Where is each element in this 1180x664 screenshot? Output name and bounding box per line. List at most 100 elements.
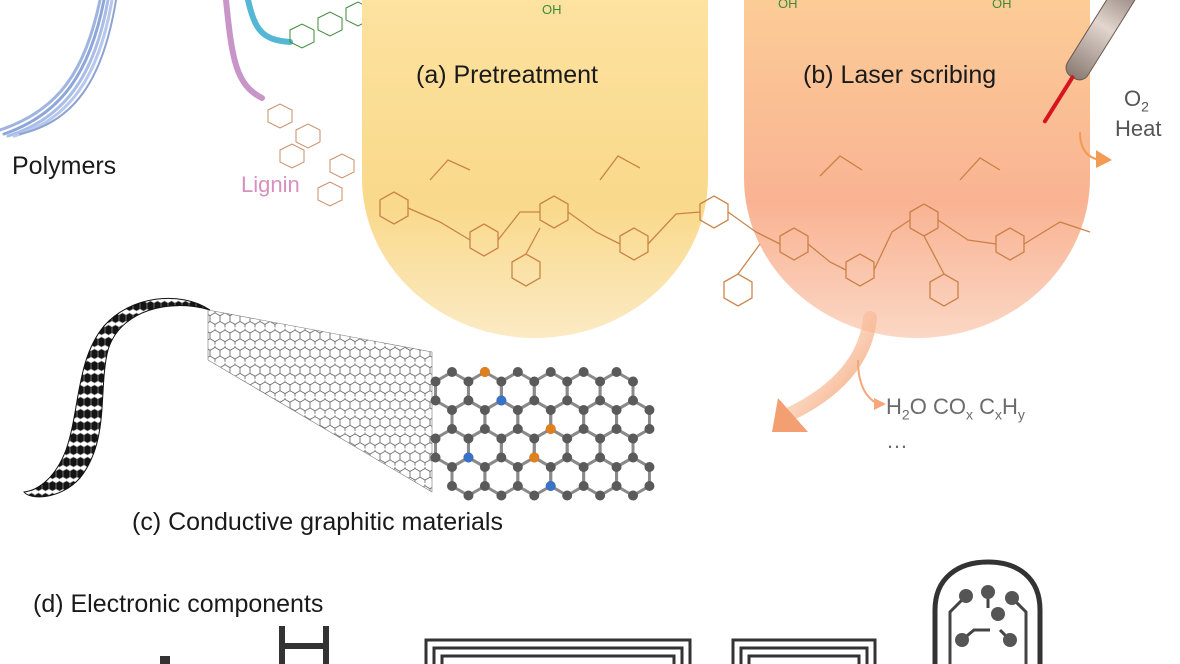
dopant-atom xyxy=(545,424,556,434)
carbon-atom xyxy=(463,376,474,387)
carbon-atom xyxy=(611,462,622,472)
o2-main: O xyxy=(1124,86,1142,111)
circuit-chip-icon xyxy=(932,559,1043,664)
carbon-atom xyxy=(447,367,457,377)
cxhy-h: H xyxy=(1001,394,1018,419)
carbon-atom xyxy=(463,490,474,501)
oh-label-b1: OH xyxy=(778,0,798,11)
carbon-atom xyxy=(562,395,573,406)
carbon-atom xyxy=(627,433,638,444)
conversion-arrow xyxy=(783,311,877,421)
pretreatment-label: (a) Pretreatment xyxy=(416,61,599,89)
carbon-atom xyxy=(529,490,540,501)
coil-icon-large xyxy=(424,638,692,664)
carbon-atom xyxy=(578,424,589,434)
carbon-atom xyxy=(463,433,474,444)
dopant-atom xyxy=(479,367,490,377)
nitrogen-atom xyxy=(496,395,507,406)
carbon-atom xyxy=(611,367,622,377)
carbon-atom xyxy=(578,481,589,491)
carbon-atom xyxy=(512,481,523,491)
carbon-atom xyxy=(430,395,441,406)
cxhy-c: C xyxy=(979,394,995,419)
carbon-atom xyxy=(562,376,573,387)
sensor-stem-icon xyxy=(160,656,170,664)
carbon-atom xyxy=(545,367,556,377)
graphitic-label: (c) Conductive graphitic materials xyxy=(132,508,503,536)
carbon-atom xyxy=(545,462,556,472)
carbon-atom xyxy=(562,452,573,463)
carbon-atom xyxy=(611,424,622,434)
h2o-tail: O xyxy=(909,394,927,419)
carbon-atom xyxy=(447,481,457,491)
laser-scribing-label: (b) Laser scribing xyxy=(803,61,997,89)
carbon-atom xyxy=(430,433,441,444)
cox-main: CO xyxy=(932,394,966,419)
carbon-atom xyxy=(529,376,540,387)
carbon-atom xyxy=(595,395,606,406)
graphene-sheet xyxy=(207,309,433,493)
carbon-atom xyxy=(595,433,606,444)
heat-label: Heat xyxy=(1115,116,1162,141)
cox-sub: x xyxy=(965,406,973,423)
nitrogen-atom xyxy=(463,452,474,463)
capacitor-icon xyxy=(279,626,329,664)
carbon-atom xyxy=(430,452,441,463)
lignin-polymer xyxy=(379,155,1091,307)
carbon-atom xyxy=(496,433,507,444)
carbon-atom xyxy=(578,405,589,415)
carbon-atom xyxy=(430,376,441,387)
carbon-atom xyxy=(479,481,490,491)
carbon-atom xyxy=(644,405,655,415)
carbon-atom xyxy=(627,490,638,501)
carbon-atom xyxy=(512,424,523,434)
lignin-fragment xyxy=(267,103,355,207)
carbon-atom xyxy=(627,376,638,387)
carbon-atom xyxy=(447,424,457,434)
graphene-lattice xyxy=(430,367,655,501)
carbon-atom xyxy=(627,452,638,463)
heat-arrowhead xyxy=(1096,150,1112,168)
cxhy-x: x xyxy=(994,406,1002,423)
carbon-atom xyxy=(447,462,457,472)
carbon-atom xyxy=(595,376,606,387)
carbon-atom xyxy=(529,433,540,444)
oh-label-b2: OH xyxy=(992,0,1012,11)
carbon-atom xyxy=(562,433,573,444)
carbon-atom xyxy=(496,490,507,501)
dopant-atom xyxy=(529,452,540,463)
byproducts-ellipsis: … xyxy=(886,428,908,453)
cellulose-chain xyxy=(245,0,293,45)
cxhy-y: y xyxy=(1017,406,1025,423)
carbon-atom xyxy=(611,481,622,491)
carbon-atom xyxy=(644,424,655,434)
carbon-atom xyxy=(447,405,457,415)
electronic-label: (d) Electronic components xyxy=(33,590,324,618)
carbon-atom xyxy=(512,367,523,377)
hemicellulose-chain xyxy=(223,0,265,101)
carbon-atom xyxy=(611,405,622,415)
nitrogen-atom xyxy=(545,481,556,491)
lignin-label: Lignin xyxy=(241,172,300,197)
coil-icon-small xyxy=(731,638,877,664)
o2-label: O2 xyxy=(1124,86,1149,114)
polymer-fibers xyxy=(0,0,117,138)
carbon-atom xyxy=(496,452,507,463)
carbon-atom xyxy=(496,376,507,387)
carbon-atom xyxy=(463,395,474,406)
carbon-atom xyxy=(479,405,490,415)
h-main: H xyxy=(886,394,902,419)
h2o-sub: 2 xyxy=(901,406,910,423)
carbon-atom xyxy=(562,490,573,501)
carbon-atom xyxy=(627,395,638,406)
carbon-atom xyxy=(595,452,606,463)
carbon-atom xyxy=(529,395,540,406)
polymers-label: Polymers xyxy=(12,152,117,180)
carbon-atom xyxy=(644,481,655,491)
carbon-atom xyxy=(512,462,523,472)
conversion-arrowhead xyxy=(772,398,808,432)
oh-label-a: OH xyxy=(542,2,562,17)
carbon-atom xyxy=(479,462,490,472)
